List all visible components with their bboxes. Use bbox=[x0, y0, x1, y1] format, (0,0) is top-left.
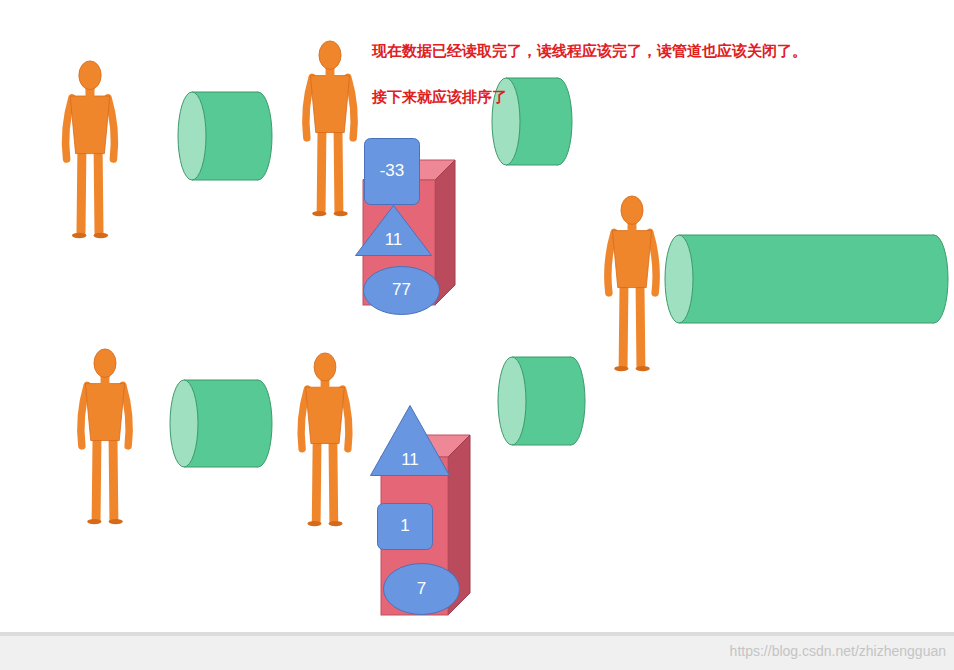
value-number: 11 bbox=[385, 231, 403, 250]
person-figure bbox=[608, 196, 656, 371]
pipe-mouth bbox=[178, 92, 206, 180]
person-torso bbox=[310, 76, 349, 133]
pipe-edge bbox=[184, 380, 258, 381]
person-leg bbox=[77, 150, 87, 233]
value-number: 1 bbox=[400, 517, 409, 536]
person-torso bbox=[306, 387, 345, 443]
pipe-edge bbox=[184, 467, 258, 468]
pipe-body bbox=[679, 235, 934, 323]
ellipse-item: 77 bbox=[363, 266, 440, 315]
footer-shadow bbox=[0, 632, 954, 636]
person-figure bbox=[301, 353, 349, 526]
value-number: -33 bbox=[380, 162, 405, 181]
note-text: 现在数据已经读取完了，读线程应该完了，读管道也应该关闭了。 bbox=[372, 42, 807, 61]
person-foot bbox=[636, 366, 650, 371]
triangle-item: 11 bbox=[370, 405, 450, 476]
pipe-cylinder bbox=[178, 92, 272, 180]
shape-fill bbox=[356, 206, 432, 256]
pipe-mouth bbox=[498, 357, 526, 445]
person-leg bbox=[92, 437, 102, 519]
person-head bbox=[621, 196, 643, 224]
pipe-edge bbox=[512, 445, 571, 446]
person-foot bbox=[334, 211, 348, 216]
shape-fill bbox=[364, 267, 440, 315]
pipe-edge bbox=[506, 165, 558, 166]
shape-fill bbox=[371, 406, 450, 476]
person-foot bbox=[307, 521, 321, 526]
person-torso bbox=[85, 384, 124, 441]
value-number: 77 bbox=[392, 281, 411, 300]
pipe-edge bbox=[506, 78, 558, 79]
footer-bar bbox=[0, 636, 954, 670]
pipe-mouth bbox=[170, 380, 198, 467]
person-foot bbox=[87, 519, 101, 524]
person-leg bbox=[619, 284, 629, 366]
pipe-cylinder bbox=[498, 357, 585, 445]
shape-fill bbox=[384, 564, 460, 615]
person-head bbox=[319, 41, 341, 69]
pipe-edge bbox=[512, 357, 571, 358]
person-torso bbox=[70, 96, 110, 154]
rounded-item: 1 bbox=[377, 503, 433, 550]
pipe-edge bbox=[192, 180, 258, 181]
person-torso bbox=[612, 231, 651, 288]
pipe-edge bbox=[192, 92, 258, 93]
pipe-edge bbox=[679, 323, 934, 324]
pipe-cylinder bbox=[170, 380, 272, 467]
person-leg bbox=[329, 440, 339, 521]
person-leg bbox=[312, 440, 322, 521]
person-figure bbox=[306, 41, 354, 216]
pipe-mouth bbox=[665, 235, 693, 323]
person-foot bbox=[72, 233, 86, 238]
person-leg bbox=[636, 284, 646, 366]
person-foot bbox=[614, 366, 628, 371]
person-head bbox=[79, 61, 101, 90]
value-number: 7 bbox=[417, 580, 426, 599]
person-foot bbox=[94, 233, 108, 238]
person-figure bbox=[66, 61, 115, 238]
person-leg bbox=[109, 437, 119, 519]
person-foot bbox=[329, 521, 343, 526]
triangle-item: 11 bbox=[355, 205, 432, 256]
person-leg bbox=[334, 129, 344, 211]
value-number: 11 bbox=[401, 451, 419, 470]
person-leg bbox=[94, 150, 104, 233]
shape-fill bbox=[378, 504, 433, 550]
pipe-edge bbox=[679, 235, 934, 236]
person-figure bbox=[81, 349, 129, 524]
person-foot bbox=[109, 519, 123, 524]
watermark: https://blog.csdn.net/zhizhengguan bbox=[730, 643, 946, 659]
person-leg bbox=[317, 129, 327, 211]
rounded-item: -33 bbox=[364, 138, 420, 205]
pipe-cylinder bbox=[665, 235, 948, 323]
person-head bbox=[314, 353, 336, 381]
person-head bbox=[94, 349, 116, 377]
person-foot bbox=[312, 211, 326, 216]
ellipse-item: 7 bbox=[383, 563, 460, 615]
shape-fill bbox=[365, 139, 420, 205]
note-text: 接下来就应该排序了 bbox=[372, 88, 507, 107]
